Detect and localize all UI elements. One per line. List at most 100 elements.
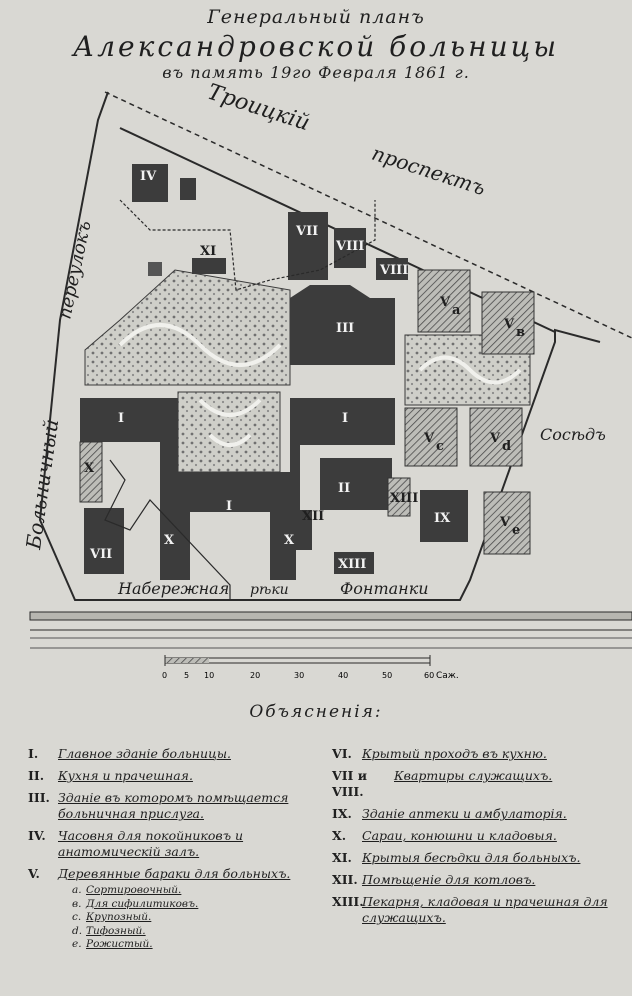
garden-area-inner-court <box>177 391 281 473</box>
label-barrack-Vd-letter: d <box>502 439 511 454</box>
legend-sub-letter: в. <box>72 897 82 910</box>
building-I <box>80 398 395 580</box>
legend-text: Деревянные бараки для больныхъ. <box>58 866 291 881</box>
scale-tick-50: 50 <box>382 671 392 680</box>
label-barrack-Va: V <box>439 295 451 310</box>
utility-lines <box>104 459 231 600</box>
legend-subitem: в. Для сифилитиковъ. <box>72 898 328 912</box>
label-building-VIII-north: VIII <box>335 239 364 254</box>
legend-item-IV: IV. Часовня для покойниковъ и анатомичес… <box>28 828 328 860</box>
label-building-II: II <box>338 481 350 496</box>
covered-passage-VI <box>119 199 376 291</box>
legend-item-VII-VIII: VII и VIII. Квартиры служащихъ. <box>332 768 628 800</box>
building-small-gazebo <box>148 262 162 276</box>
label-building-X-west: X <box>84 461 95 476</box>
scale-tick-5: 5 <box>184 671 189 680</box>
legend-subitem: e. Рожистый. <box>72 938 328 952</box>
label-building-X-s2: X <box>284 533 295 548</box>
building-IX <box>420 490 468 542</box>
legend-left-column: I. Главное зданіе больницы. II. Кухня и … <box>28 746 328 958</box>
label-building-XIII-south: XIII <box>338 557 366 572</box>
label-building-I-east: I <box>342 411 348 426</box>
troitsky-street-edge <box>104 91 632 339</box>
legend-num: XI. <box>332 850 352 865</box>
building-VII-north <box>288 212 328 280</box>
legend-item-I: I. Главное зданіе больницы. <box>28 746 328 762</box>
legend-num: VII и VIII. <box>332 768 368 799</box>
legend-num: IV. <box>28 828 46 843</box>
fontanka-embankment <box>29 611 632 621</box>
legend-text: Квартиры служащихъ. <box>394 768 553 783</box>
scale-tick-40: 40 <box>338 671 348 680</box>
label-barrack-Vb-letter: в <box>516 325 525 340</box>
legend-text: Кухня и прачешная. <box>58 768 193 783</box>
legend-text: Крытый проходъ въ кухню. <box>362 746 547 761</box>
scale-tick-10: 10 <box>204 671 214 680</box>
building-IV-annex <box>180 178 196 200</box>
legend-sub-text: Тифозный. <box>86 924 146 937</box>
label-barrack-Ve: V <box>499 515 511 530</box>
street-label-bolnichny: Больничный <box>21 417 63 551</box>
building-XI <box>192 258 226 274</box>
title-line-2: Александровской больницы <box>73 30 559 63</box>
legend-num: II. <box>28 768 45 783</box>
building-XIII-east <box>387 477 411 517</box>
building-VII-sw <box>84 508 124 574</box>
legend-heading: Объясненія: <box>249 702 383 722</box>
legend-item-II: II. Кухня и прачешная. <box>28 768 328 784</box>
legend-sublist-barracks: a. Сортировочный. в. Для сифилитиковъ. c… <box>72 884 328 952</box>
building-III <box>290 285 395 365</box>
label-building-VII-sw: VII <box>89 547 112 562</box>
scale-unit: Саж. <box>436 671 459 681</box>
legend-text: Зданіе въ которомъ помѣщается больничная… <box>58 790 289 821</box>
label-barrack-Vc-letter: c <box>436 439 444 454</box>
embankment-label-river: рѣки <box>250 582 289 598</box>
building-II <box>320 458 392 510</box>
label-building-I-south: I <box>226 499 232 514</box>
legend-num: VI. <box>332 746 352 761</box>
legend-num: X. <box>332 828 347 843</box>
legend-text: Главное зданіе больницы. <box>58 746 231 761</box>
label-building-VIII-east: VIII <box>379 263 408 278</box>
street-label-prospekt: проспектъ <box>369 141 489 200</box>
label-barrack-Vd: V <box>489 431 501 446</box>
site-plan: Троицкій проспектъ Больничный переулокъ … <box>21 80 632 681</box>
neighbour-label: Сосѣдъ <box>540 425 606 444</box>
legend-text: Сараи, конюшни и кладовыя. <box>362 828 557 843</box>
legend-text: Крытыя бесѣдки для больныхъ. <box>362 850 581 865</box>
label-building-IX: IX <box>434 511 451 526</box>
building-VIII-east <box>376 258 408 280</box>
legend-item-III: III. Зданіе въ которомъ помѣщается больн… <box>28 790 328 822</box>
legend-num: I. <box>28 746 39 761</box>
label-building-XIII-east: XIII <box>390 491 418 506</box>
site-boundary <box>38 91 601 601</box>
legend-num: IX. <box>332 806 352 821</box>
label-building-IV: IV <box>140 169 157 184</box>
legend-sub-text: Сортировочный. <box>86 884 182 896</box>
legend-sub-letter: d. <box>72 924 83 937</box>
legend-sub-text: Для сифилитиковъ. <box>86 897 199 910</box>
label-barrack-Vc: V <box>423 431 435 446</box>
label-building-III: III <box>336 321 354 336</box>
embankment-label: Набережная <box>117 579 229 598</box>
label-building-VII-north: VII <box>295 224 318 239</box>
barrack-V-d <box>469 407 523 467</box>
label-barrack-Va-letter: a <box>452 303 461 318</box>
building-XIII-south <box>334 552 374 574</box>
legend-item-XII: XII. Помѣщеніе для котловъ. <box>332 872 628 888</box>
scale-tick-20: 20 <box>250 671 260 680</box>
title-line-3: въ память 19го Февраля 1861 г. <box>162 63 470 82</box>
building-X-west <box>79 441 103 503</box>
barrack-V-a <box>417 269 471 333</box>
barrack-V-e <box>483 491 531 555</box>
legend-item-IX: IX. Зданіе аптеки и амбулаторія. <box>332 806 628 822</box>
legend-item-X: X. Сараи, конюшни и кладовыя. <box>332 828 628 844</box>
legend-item-V: V. Деревянные бараки для больныхъ. a. Со… <box>28 866 328 952</box>
embankment-label-fontanka: Фонтанки <box>340 579 429 598</box>
legend-subitem: a. Сортировочный. <box>72 884 328 898</box>
legend-item-XIII: XIII. Пекарня, кладовая и прачешная для … <box>332 894 628 926</box>
legend-subitem: d. Тифозный. <box>72 925 328 939</box>
legend-text: Помѣщеніе для котловъ. <box>362 872 536 887</box>
street-label-pereulok: переулокъ <box>54 219 95 321</box>
title-line-1: Генеральный планъ <box>207 6 425 28</box>
